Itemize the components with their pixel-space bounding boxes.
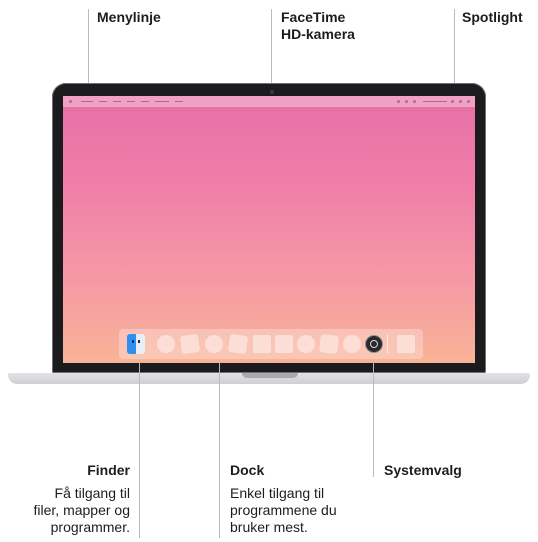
menu-clock: [423, 101, 447, 102]
menu-item: [99, 101, 107, 102]
menu-item: [175, 101, 183, 102]
dock-description: Enkel tilgang til programmene du bruker …: [230, 485, 337, 536]
dock-leader-line: [219, 361, 220, 538]
menubar-label: Menylinje: [97, 9, 161, 25]
systemprefs-label: Systemvalg: [384, 462, 462, 478]
status-icon: [397, 100, 400, 103]
menu-item: [113, 101, 121, 102]
spotlight-leader-line: [454, 9, 455, 100]
dock-app-icon: [205, 335, 223, 353]
status-icon: [405, 100, 408, 103]
dock-app-icon: [227, 333, 249, 355]
camera-label-line1: FaceTime: [281, 9, 346, 25]
dock-app-icon: [275, 335, 293, 353]
dock-app-icon: [253, 335, 271, 353]
menubar-leader-line: [88, 9, 89, 100]
camera-leader-line: [271, 9, 272, 89]
dock-app-icon: [319, 334, 339, 354]
dock-desc-line: programmene du: [230, 502, 337, 518]
dock-desc-line: bruker mest.: [230, 519, 308, 535]
status-icon: [413, 100, 416, 103]
status-icon: [467, 100, 470, 103]
finder-leader-line: [139, 361, 140, 538]
laptop-screen: [63, 96, 475, 363]
finder-desc-line: filer, mapper og: [33, 502, 131, 518]
laptop-notch: [242, 373, 298, 378]
facetime-camera: [270, 90, 274, 94]
menu-item: [155, 101, 169, 102]
dock-app-icon: [179, 333, 201, 355]
systemprefs-leader-line: [373, 361, 374, 477]
dock-desc-line: Enkel tilgang til: [230, 485, 325, 501]
dock: [119, 329, 423, 359]
dock-label: Dock: [230, 462, 265, 478]
finder-label: Finder: [87, 462, 130, 478]
apple-menu-icon: [69, 100, 72, 103]
camera-label-line2: HD-kamera: [281, 26, 355, 42]
status-icon: [459, 100, 462, 103]
gear-icon: [366, 336, 382, 352]
finder-desc-line: Få tilgang til: [54, 485, 130, 501]
finder-description: Få tilgang til filer, mapper og programm…: [0, 485, 131, 536]
menu-item: [81, 101, 93, 102]
laptop-base: [8, 373, 530, 384]
menu-item: [141, 101, 149, 102]
dock-app-icon: [343, 335, 361, 353]
finder-icon: [127, 334, 145, 354]
trash-icon: [397, 335, 415, 353]
menu-item: [127, 101, 135, 102]
menu-bar: [63, 96, 475, 107]
dock-separator: [387, 334, 388, 354]
finder-desc-line: programmer.: [50, 519, 130, 535]
dock-app-icon: [157, 335, 175, 353]
spotlight-label: Spotlight: [462, 9, 523, 25]
dock-app-icon: [297, 335, 315, 353]
search-icon: [451, 100, 454, 103]
